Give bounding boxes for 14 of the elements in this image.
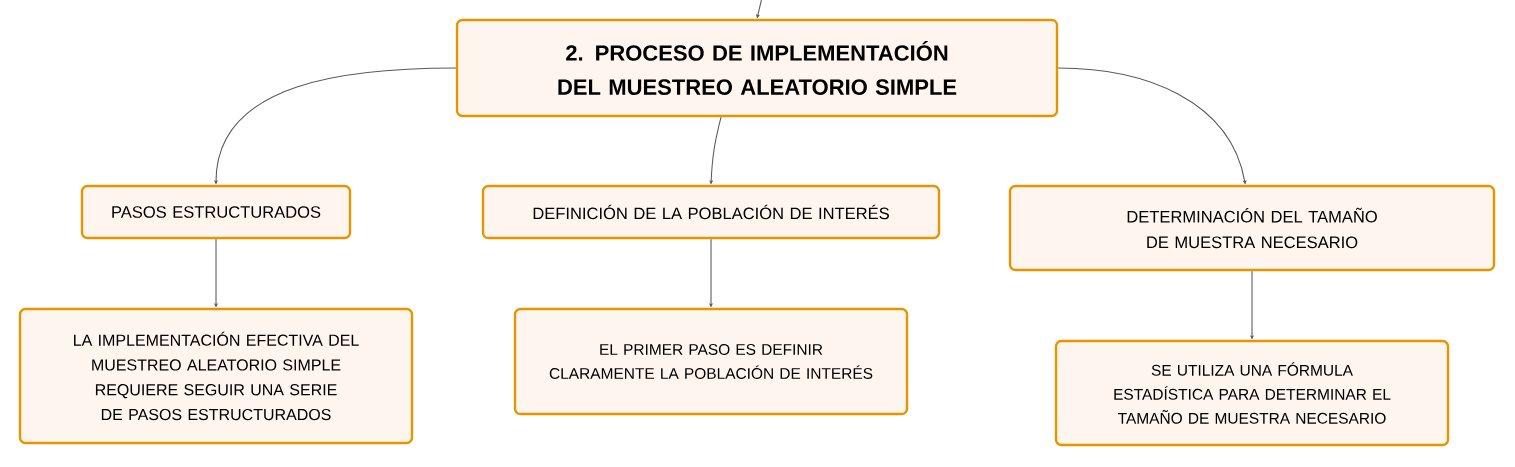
- topic-box: EL PRIMER PASO ES DEFINIR CLARAMENTE LA POBLACIÓN DE INTERÉS: [513, 307, 909, 416]
- arrow: [756, 0, 763, 19]
- arrow: [1250, 270, 1254, 340]
- arrow: [1057, 67, 1247, 185]
- topic-box: DETERMINACIÓN DEL TAMAÑO DE MUESTRA NECESARIO: [1008, 184, 1496, 272]
- topic-box: LA IMPLEMENTACIÓN EFECTIVA DEL MUESTREO ALEATORIO SIMPLE REQUIERE SEGUIR UNA SERIE DE PASOS ESTRUCTURADOS: [18, 307, 414, 445]
- arrow: [214, 238, 218, 308]
- arrow: [214, 67, 457, 185]
- title-box: 2. PROCESO DE IMPLEMENTACIÓN DEL MUESTREO ALEATORIO SIMPLE: [455, 18, 1059, 118]
- arrow: [709, 116, 722, 185]
- topic-box: PASOS ESTRUCTURADOS: [80, 184, 352, 240]
- topic-box: SE UTILIZA UNA FÓRMULA ESTADÍSTICA PARA DETERMINAR EL TAMAÑO DE MUESTRA NECESARIO: [1054, 339, 1450, 447]
- topic-box: DEFINICIÓN DE LA POBLACIÓN DE INTERÉS: [481, 184, 941, 240]
- arrow: [709, 238, 713, 308]
